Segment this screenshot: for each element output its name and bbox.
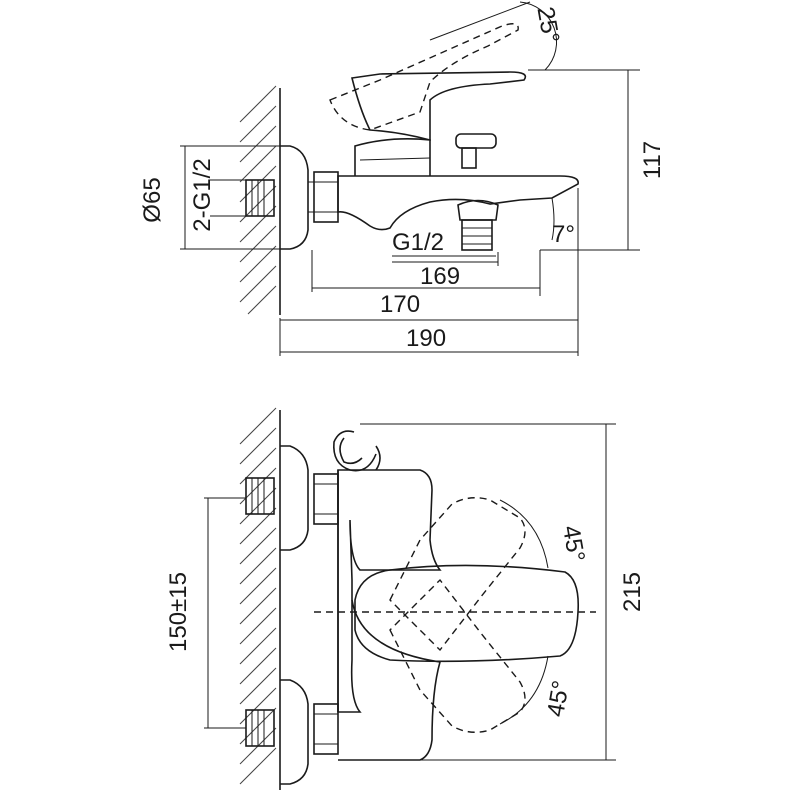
front-shower-hook [333, 430, 377, 472]
angle-25-label: 25° [531, 5, 564, 45]
front-upper-escutcheon [280, 445, 309, 551]
dim-169-label: 169 [420, 263, 460, 290]
angle-45-upper-label: 45° [557, 523, 590, 563]
inlet-2-g1-2-label: 2-G1/2 [189, 158, 216, 231]
side-view: 25° 117 Ø65 2-G1/2 G1/2 7° 169 170 19 [139, 1, 666, 356]
side-inlet-nipple [245, 179, 275, 217]
front-lower-nut [313, 703, 339, 755]
height-117-label: 117 [639, 141, 666, 179]
side-diverter-knob [455, 133, 497, 169]
front-lower-escutcheon [280, 679, 309, 785]
spacing-150-label: 150±15 [165, 572, 192, 652]
front-handle-rotated-up [389, 497, 526, 652]
dim-170-label: 170 [380, 291, 420, 318]
dim-190-label: 190 [406, 325, 446, 352]
side-escutcheon [280, 145, 309, 250]
front-lower-inlet [245, 709, 275, 747]
front-handle-rotated-down [389, 578, 526, 733]
front-body [337, 469, 442, 713]
front-handle [354, 564, 580, 663]
side-body [337, 175, 579, 231]
front-view: 45° 45° 215 150±15 [165, 407, 646, 790]
front-upper-inlet [245, 477, 275, 515]
side-lever-rotated [329, 23, 519, 131]
diameter-65-label: Ø65 [139, 177, 166, 222]
angle-45-lower-label: 45° [542, 678, 575, 718]
side-outlet [457, 199, 499, 251]
outlet-g1-2-label: G1/2 [392, 229, 444, 256]
side-lever [351, 71, 527, 142]
height-215-label: 215 [619, 572, 646, 612]
side-cartridge [354, 138, 431, 176]
side-nut [313, 171, 339, 223]
front-upper-nut [313, 473, 339, 525]
spout-angle-7-label: 7° [552, 221, 575, 248]
